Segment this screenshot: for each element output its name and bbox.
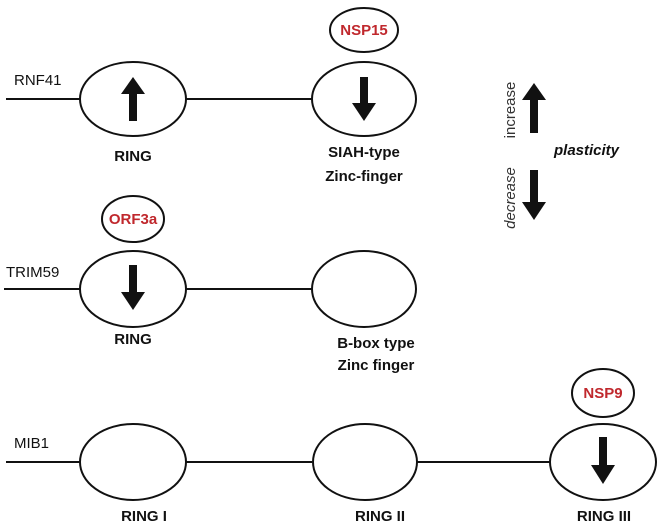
- legend-plasticity-label: plasticity: [553, 142, 620, 159]
- domain-label-ring3: RING III: [577, 508, 631, 525]
- domain-label-bbox-line2: Zinc finger: [338, 357, 415, 374]
- protein-label-rnf41: RNF41: [14, 72, 62, 89]
- protein-label-trim59: TRIM59: [6, 264, 59, 281]
- legend-increase-arrow-icon: [522, 83, 546, 133]
- legend-decrease-arrow-icon: [522, 170, 546, 220]
- domain-label-ring1: RING I: [121, 508, 167, 525]
- increase-arrow-icon: [121, 77, 145, 121]
- domain-oval-bbox: [311, 250, 417, 328]
- decrease-arrow-icon: [591, 437, 615, 484]
- legend: increase decrease plasticity: [502, 82, 620, 229]
- viral-protein-label-nsp9: NSP9: [583, 385, 622, 402]
- viral-protein-label-orf3a: ORF3a: [109, 211, 158, 228]
- viral-protein-oval-nsp9: [571, 368, 635, 418]
- legend-increase-label: increase: [502, 82, 519, 139]
- domain-label-ring2: RING II: [355, 508, 405, 525]
- domain-label-siah-line2: Zinc-finger: [325, 168, 403, 185]
- domain-label-ring: RING: [114, 331, 152, 348]
- viral-protein-oval-orf3a: [101, 195, 165, 243]
- legend-decrease-label: decrease: [502, 167, 519, 229]
- domain-label-ring: RING: [114, 148, 152, 165]
- domain-oval-ring2: [312, 423, 418, 501]
- viral-protein-oval-nsp15: [329, 7, 399, 53]
- domain-oval-ring1: [79, 423, 187, 501]
- domain-label-bbox-line1: B-box type: [337, 335, 415, 352]
- protein-mib1: MIB1 NSP9 RING I RING II RING III: [6, 368, 657, 525]
- decrease-arrow-icon: [121, 265, 145, 310]
- protein-label-mib1: MIB1: [14, 435, 49, 452]
- domain-label-siah-line1: SIAH-type: [328, 144, 400, 161]
- protein-trim59: TRIM59 ORF3a RING B-box type Zinc finger: [4, 195, 417, 374]
- protein-rnf41: RNF41 NSP15 RING SIAH-type Zinc-finger: [6, 7, 417, 185]
- viral-protein-label-nsp15: NSP15: [340, 22, 388, 39]
- decrease-arrow-icon: [352, 77, 376, 121]
